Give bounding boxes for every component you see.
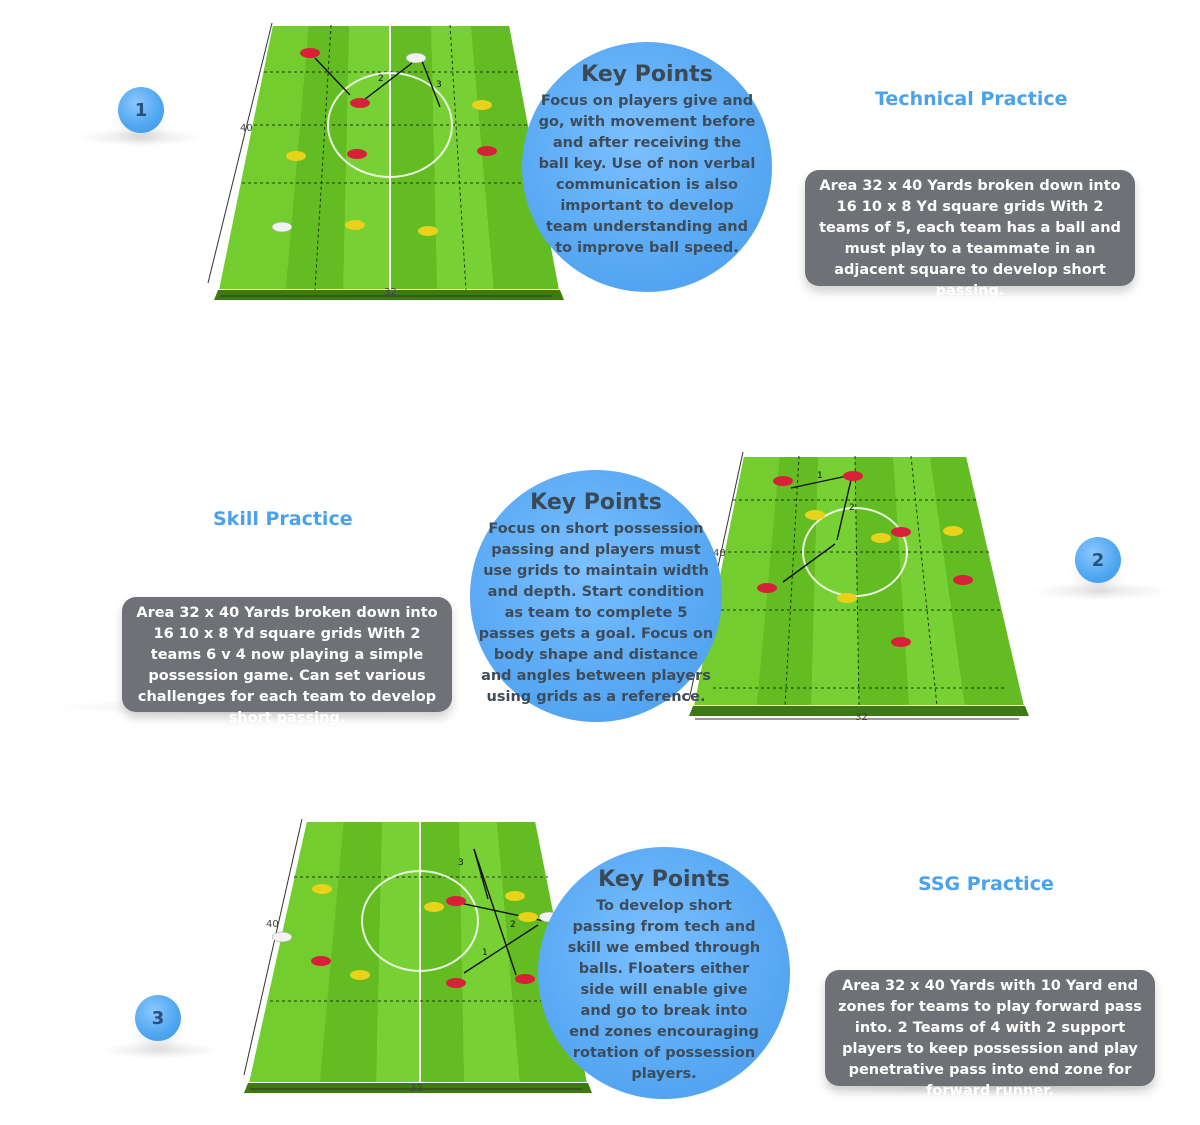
section-technical-practice: 1 <box>0 0 1200 330</box>
arrow-label: 3 <box>458 858 464 868</box>
key-points-text: Focus on short possession passing and pl… <box>478 521 714 705</box>
width-label: 32 <box>384 287 397 298</box>
player-markers <box>271 884 560 988</box>
dimension-lines <box>243 818 582 1090</box>
red-player-marker <box>891 527 911 537</box>
yellow-player-marker <box>350 970 370 980</box>
pitch-diagram: 40 32 2 3 <box>207 22 564 300</box>
player-markers <box>271 48 497 236</box>
pass-arrows <box>314 57 441 108</box>
red-player-marker <box>300 48 320 58</box>
length-label: 40 <box>240 123 253 134</box>
yellow-player-marker <box>286 151 306 161</box>
red-player-marker <box>891 637 911 647</box>
yellow-player-marker <box>312 884 332 894</box>
yellow-player-marker <box>505 891 525 901</box>
yellow-player-marker <box>345 220 365 230</box>
yellow-player-marker <box>837 593 857 603</box>
yellow-player-marker <box>805 510 825 520</box>
white-player-marker <box>271 221 293 233</box>
red-player-marker <box>311 956 331 966</box>
pitch-diagram: 40 32 1 2 <box>688 451 1029 723</box>
dimension-lines <box>207 22 552 297</box>
pass-arrows <box>782 475 852 583</box>
red-player-marker <box>446 896 466 906</box>
description-box: Area 32 x 40 Yards with 10 Yard end zone… <box>825 970 1155 1099</box>
section-ssg-practice: 3 40 32 <box>0 805 1200 1105</box>
key-points-bubble: Key Points Focus on short possession pas… <box>470 470 722 722</box>
red-player-marker <box>446 978 466 988</box>
red-player-marker <box>350 98 370 108</box>
red-player-marker <box>477 146 497 156</box>
white-player-marker <box>405 52 427 64</box>
yellow-player-marker <box>472 100 492 110</box>
player-markers <box>757 471 973 647</box>
yellow-player-marker <box>424 902 444 912</box>
step-number-badge: 2 <box>1075 537 1121 583</box>
red-player-marker <box>757 583 777 593</box>
section-title: SSG Practice <box>918 873 1054 895</box>
length-label: 40 <box>266 919 279 930</box>
badge-shadow <box>100 1041 220 1059</box>
pitch-surface <box>214 24 564 300</box>
yellow-player-marker <box>871 533 891 543</box>
section-title: Skill Practice <box>213 508 353 530</box>
key-points-title: Key Points <box>530 490 662 515</box>
yellow-player-marker <box>518 912 538 922</box>
key-points-bubble: Key Points To develop short passing from… <box>538 847 790 1099</box>
arrow-label: 2 <box>378 74 384 84</box>
description-box: Area 32 x 40 Yards broken down into 16 1… <box>122 597 452 726</box>
badge-shadow <box>75 128 205 146</box>
badge-shadow <box>1030 582 1170 600</box>
arrow-label: 3 <box>436 80 442 90</box>
step-number-badge: 1 <box>118 87 164 133</box>
description-box: Area 32 x 40 Yards broken down into 16 1… <box>805 170 1135 299</box>
length-label: 40 <box>713 548 726 559</box>
red-player-marker <box>953 575 973 585</box>
step-number-badge: 3 <box>135 995 181 1041</box>
key-points-title: Key Points <box>598 867 730 892</box>
arrow-label: 1 <box>482 948 488 958</box>
section-skill-practice: Skill Practice Area 32 x 40 Yards broken… <box>0 440 1200 740</box>
arrow-label: 2 <box>849 503 855 513</box>
arrow-label: 2 <box>510 920 516 930</box>
white-player-marker <box>271 931 293 943</box>
red-player-marker <box>773 476 793 486</box>
key-points-title: Key Points <box>581 62 713 87</box>
red-player-marker <box>347 149 367 159</box>
width-label: 32 <box>410 1083 423 1094</box>
section-title: Technical Practice <box>875 88 1068 110</box>
pitch-surface <box>689 455 1029 716</box>
red-player-marker <box>843 471 863 481</box>
width-label: 32 <box>855 712 868 723</box>
key-points-bubble: Key Points Focus on players give and go,… <box>522 42 772 292</box>
yellow-player-marker <box>418 226 438 236</box>
key-points-text: To develop short passing from tech and s… <box>567 898 761 1082</box>
arrow-label: 1 <box>817 471 823 481</box>
red-player-marker <box>515 974 535 984</box>
key-points-text: Focus on players give and go, with movem… <box>538 93 756 256</box>
yellow-player-marker <box>943 526 963 536</box>
